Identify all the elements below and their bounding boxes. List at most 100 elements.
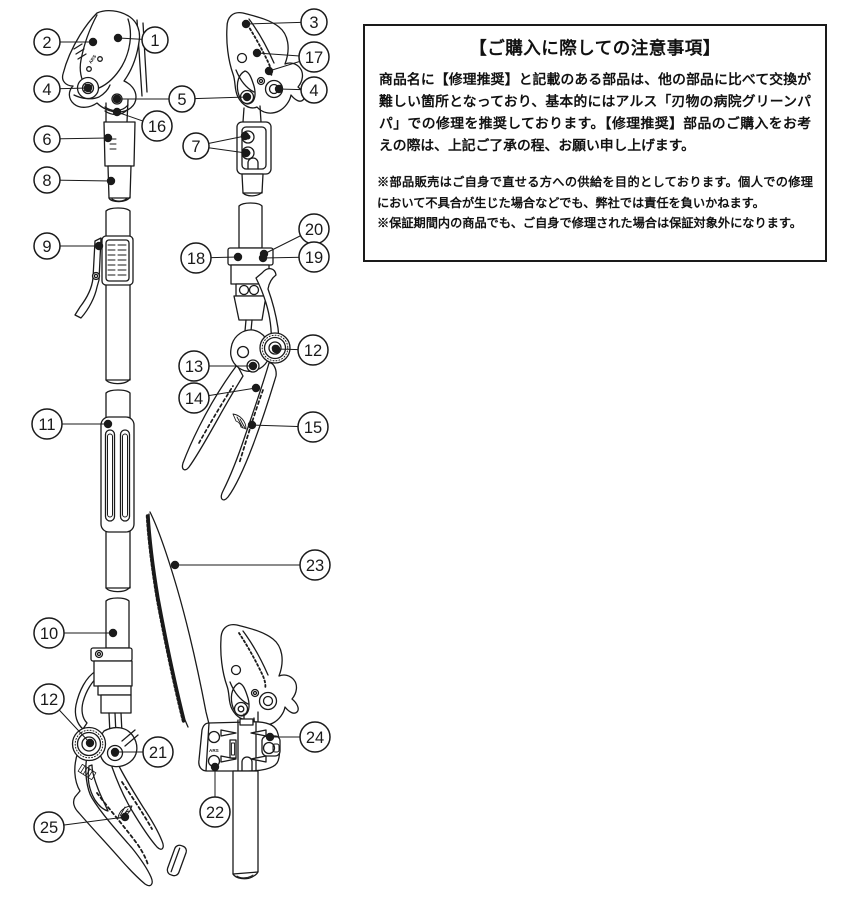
svg-text:3: 3	[309, 14, 318, 32]
ars-logo-bracket: ARS	[209, 748, 219, 753]
callout-bubble-12	[297, 334, 329, 366]
callout-13: 13	[178, 350, 258, 382]
callout-bubble-12	[33, 683, 65, 715]
svg-text:8: 8	[42, 172, 51, 190]
saw-mount-bracket: ARS	[198, 718, 281, 772]
svg-text:6: 6	[42, 131, 51, 149]
callout-7: 7	[182, 131, 251, 160]
callout-10: 10	[33, 617, 118, 649]
svg-text:4: 4	[42, 81, 51, 99]
callout-bubble-3	[300, 8, 328, 36]
callout-6: 6	[33, 125, 113, 153]
callout-bubble-4	[33, 75, 61, 103]
svg-text:14: 14	[185, 390, 203, 408]
pruner-head-left: ARS	[61, 10, 148, 123]
callout-24: 24	[265, 721, 331, 753]
callout-17: 17	[252, 41, 330, 76]
callout-bubble-8	[33, 166, 61, 194]
cutting-head-lower-left	[71, 647, 164, 887]
pole-tube-lower	[105, 597, 130, 649]
lock-lever-9	[74, 235, 134, 319]
callout-11: 11	[31, 408, 113, 440]
svg-text:21: 21	[149, 744, 167, 762]
callout-bubble-7	[182, 132, 210, 160]
callout-bubble-9	[33, 232, 61, 260]
callout-8: 8	[33, 166, 116, 194]
svg-text:19: 19	[305, 249, 323, 267]
grip-11	[100, 416, 135, 533]
callout-4: 4	[274, 76, 328, 104]
pole-section-8	[107, 165, 132, 203]
pole-bottom	[232, 770, 259, 880]
callout-bubble-5	[168, 85, 196, 113]
notice-body: 商品名に【修理推奨】と記載のある部品は、他の部品に比べて交換が難しい箇所となって…	[379, 72, 811, 154]
callout-4: 4	[33, 75, 93, 103]
svg-text:4: 4	[309, 82, 318, 100]
callout-bubble-17	[298, 41, 330, 73]
notice-notes: ※部品販売はご自身で直せる方への供給を目的としております。個人での修理において不…	[377, 172, 813, 234]
callout-12: 12	[33, 683, 95, 748]
svg-text:20: 20	[305, 221, 323, 239]
callout-bubble-2	[33, 28, 61, 56]
callout-5: 5	[112, 85, 252, 113]
callout-14: 14	[178, 382, 261, 414]
callout-bubble-16	[141, 110, 173, 142]
callout-12: 12	[271, 334, 329, 366]
callout-25: 25	[33, 811, 130, 843]
callout-21: 21	[110, 736, 174, 768]
callout-bubble-11	[31, 408, 63, 440]
callout-bubble-24	[299, 721, 331, 753]
svg-text:12: 12	[304, 342, 322, 360]
svg-text:18: 18	[187, 250, 205, 268]
svg-text:7: 7	[191, 138, 200, 156]
belt-hook	[74, 670, 100, 730]
svg-text:22: 22	[206, 804, 224, 822]
callout-bubble-6	[33, 125, 61, 153]
callout-bubble-21	[142, 736, 174, 768]
saw-blade	[145, 511, 211, 877]
pole-section-6	[103, 121, 136, 167]
callout-bubble-13	[178, 350, 210, 382]
svg-text:23: 23	[306, 557, 324, 575]
callout-3: 3	[241, 8, 328, 36]
svg-text:17: 17	[305, 49, 323, 67]
callout-15: 15	[247, 411, 329, 443]
notice-title: 【ご購入に際しての注意事項】	[469, 38, 721, 58]
svg-text:13: 13	[185, 358, 203, 376]
notice-note-1: ※部品販売はご自身で直せる方への供給を目的としております。個人での修理において不…	[377, 175, 813, 210]
pruner-head-bottom	[219, 623, 300, 735]
svg-text:10: 10	[40, 625, 58, 643]
svg-text:25: 25	[40, 819, 58, 837]
callout-bubble-18	[180, 242, 212, 274]
callout-2: 2	[33, 28, 98, 56]
svg-text:24: 24	[306, 729, 324, 747]
callout-bubble-4	[300, 76, 328, 104]
svg-text:5: 5	[177, 91, 186, 109]
callout-bubble-25	[33, 811, 65, 843]
callout-16: 16	[112, 107, 173, 142]
svg-text:11: 11	[38, 416, 55, 434]
callout-bubble-14	[178, 382, 210, 414]
callout-18: 18	[180, 242, 243, 274]
callout-bubble-1	[141, 26, 169, 54]
ars-logo-head: ARS	[88, 54, 98, 65]
svg-text:1: 1	[150, 32, 159, 50]
counter-blade	[72, 751, 153, 887]
blade-back-strip	[255, 268, 280, 351]
callout-23: 23	[170, 549, 331, 581]
pole-tube-upper	[105, 207, 131, 385]
saw-blade-tang	[166, 844, 188, 877]
svg-text:9: 9	[42, 238, 51, 256]
ars-logo-blade	[77, 763, 97, 781]
callout-bubble-19	[298, 241, 330, 273]
purchase-notice-box: 【ご購入に際しての注意事項】 商品名に【修理推奨】と記載のある部品は、他の部品に…	[363, 24, 827, 262]
svg-text:12: 12	[40, 691, 58, 709]
callout-bubble-10	[33, 617, 65, 649]
callout-19: 19	[258, 241, 330, 273]
pivot-body	[229, 329, 271, 372]
callout-20: 20	[259, 213, 330, 259]
pruner-head-right	[226, 11, 305, 123]
callout-9: 9	[33, 232, 104, 260]
